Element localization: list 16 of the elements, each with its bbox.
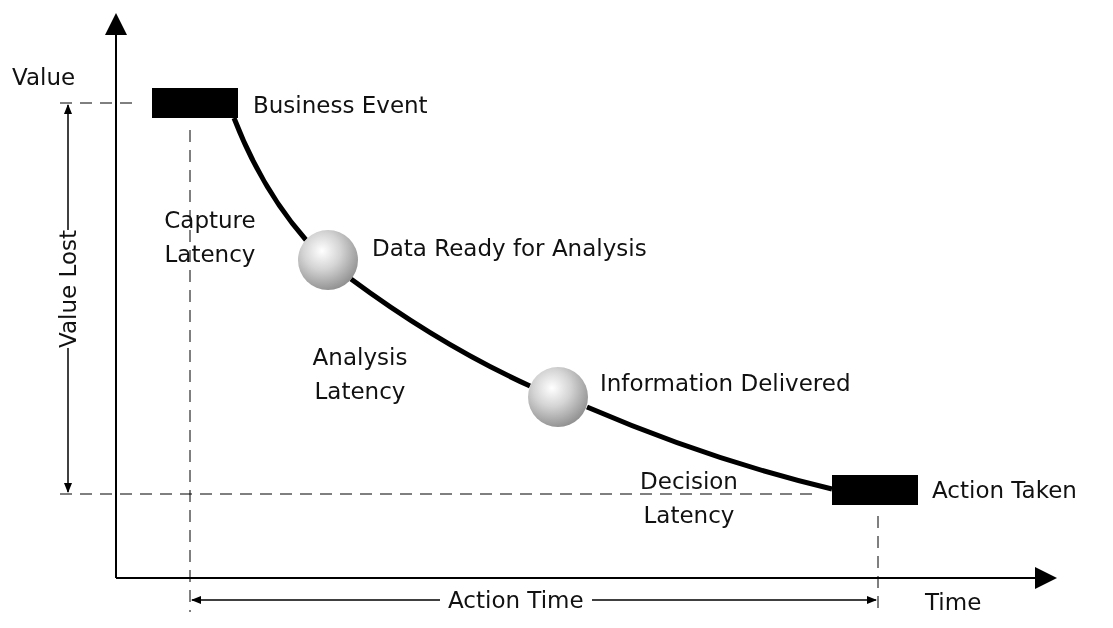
node-caption: Action Taken: [932, 476, 1077, 505]
latency-label: Analysis Latency: [311, 343, 409, 406]
node-caption: Information Delivered: [600, 369, 851, 398]
curve-line: [586, 404, 833, 492]
axis-label: Value: [12, 63, 76, 92]
latency-label: Decision Latency: [639, 467, 739, 530]
sphere-marker: [298, 230, 358, 290]
axis-label: Time: [925, 588, 982, 617]
curve-line: [231, 117, 308, 242]
curve-line: [349, 277, 532, 389]
node-caption: Business Event: [253, 91, 428, 120]
node-caption: Data Ready for Analysis: [372, 234, 647, 263]
marker-bar: [152, 88, 238, 118]
latency-label: Capture Latency: [163, 206, 257, 269]
marker-bar: [832, 475, 918, 505]
sphere-marker: [528, 367, 588, 427]
